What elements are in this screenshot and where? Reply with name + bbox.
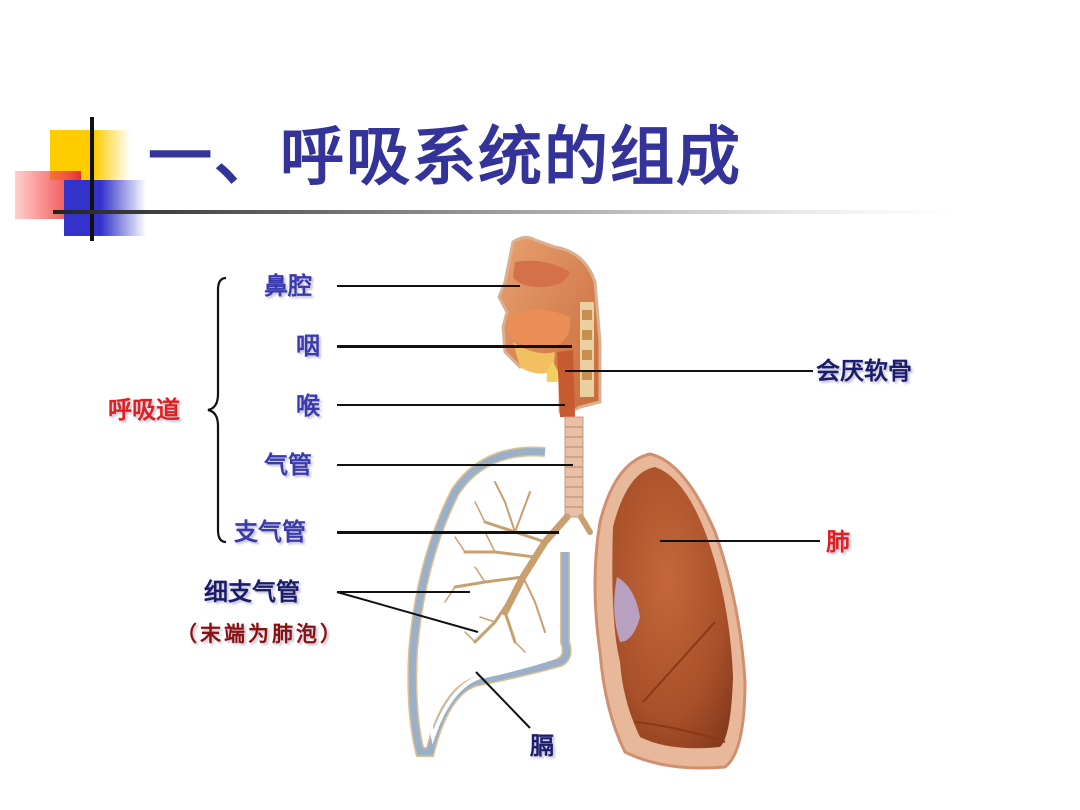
head-section — [497, 235, 602, 417]
label-bronchiole: 细支气管 — [204, 578, 300, 606]
label-bronchiole-note: （末端为肺泡） — [176, 622, 344, 646]
leader-line-lung — [660, 540, 820, 542]
respiratory-system-illustration — [407, 235, 747, 770]
label-bronchus: 支气管 — [234, 518, 306, 546]
leader-line-trachea — [337, 464, 573, 466]
leader-line-epiglottis — [565, 370, 813, 372]
airway-group-label: 呼吸道 — [108, 396, 180, 424]
leader-line-bronchus — [337, 531, 559, 534]
slide-title: 一、呼吸系统的组成 — [148, 120, 742, 195]
label-larynx: 喉 — [296, 392, 320, 420]
airway-brace-icon — [207, 276, 227, 544]
label-lung: 肺 — [826, 528, 850, 556]
label-nasal-cavity: 鼻腔 — [264, 272, 312, 300]
title-underline — [53, 210, 953, 214]
bronchial-tree — [444, 481, 593, 653]
leader-line-nasal-cavity — [337, 285, 520, 287]
trachea — [564, 416, 584, 518]
label-pharynx: 咽 — [296, 332, 320, 360]
leader-line-pharynx — [337, 345, 572, 348]
label-trachea: 气管 — [264, 451, 312, 479]
label-epiglottis: 会厌软骨 — [816, 357, 912, 385]
right-lung — [593, 452, 747, 770]
title-decor-vertical-line — [90, 117, 94, 241]
title-decor-blue-square — [64, 180, 146, 236]
label-diaphragm: 膈 — [530, 732, 554, 760]
leader-line-larynx — [337, 404, 565, 406]
left-lung-cavity — [407, 446, 572, 757]
